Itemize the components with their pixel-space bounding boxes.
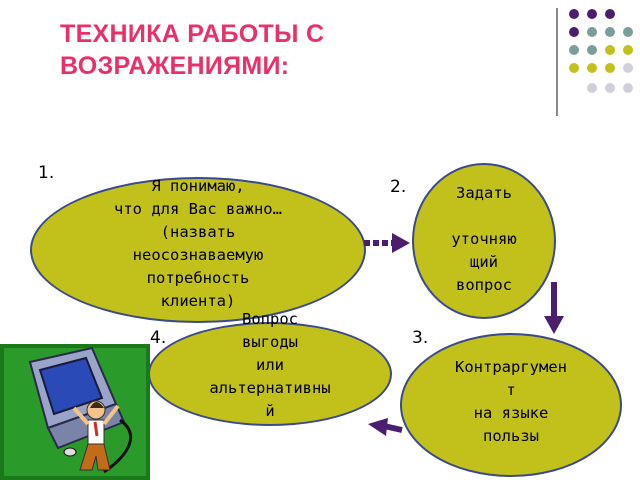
dot-grid-decoration-icon — [569, 9, 633, 93]
step-1-text: Я понимаю, что для Вас важно… (назвать н… — [114, 177, 282, 310]
arrow-1-to-2 — [364, 233, 410, 253]
step-2-text: Задать уточняю щий вопрос — [451, 184, 517, 294]
person-computer-clipart-icon — [0, 344, 150, 480]
step-4-ellipse — [148, 322, 392, 426]
arrow-2-to-3 — [544, 282, 564, 334]
step-number-4: 4. — [150, 328, 167, 348]
step-1-ellipse — [30, 177, 366, 323]
page-title: ТЕХНИКА РАБОТЫ С ВОЗРАЖЕНИЯМИ: — [60, 18, 480, 82]
step-3-ellipse — [400, 333, 622, 477]
step-2-ellipse — [412, 163, 556, 319]
page-title-line-2: ВОЗРАЖЕНИЯМИ: — [60, 52, 290, 80]
page-title-line-1: ТЕХНИКА РАБОТЫ С — [60, 20, 325, 48]
decorative-divider — [556, 8, 558, 116]
step-number-2: 2. — [390, 177, 407, 197]
step-3-text: Контраргумен т на языке пользы — [455, 358, 567, 445]
step-number-1: 1. — [38, 163, 55, 183]
step-4-text: Вопрос выгоды или альтернативны й — [209, 310, 331, 420]
step-number-3: 3. — [412, 328, 429, 348]
arrow-3-to-4 — [368, 418, 403, 436]
